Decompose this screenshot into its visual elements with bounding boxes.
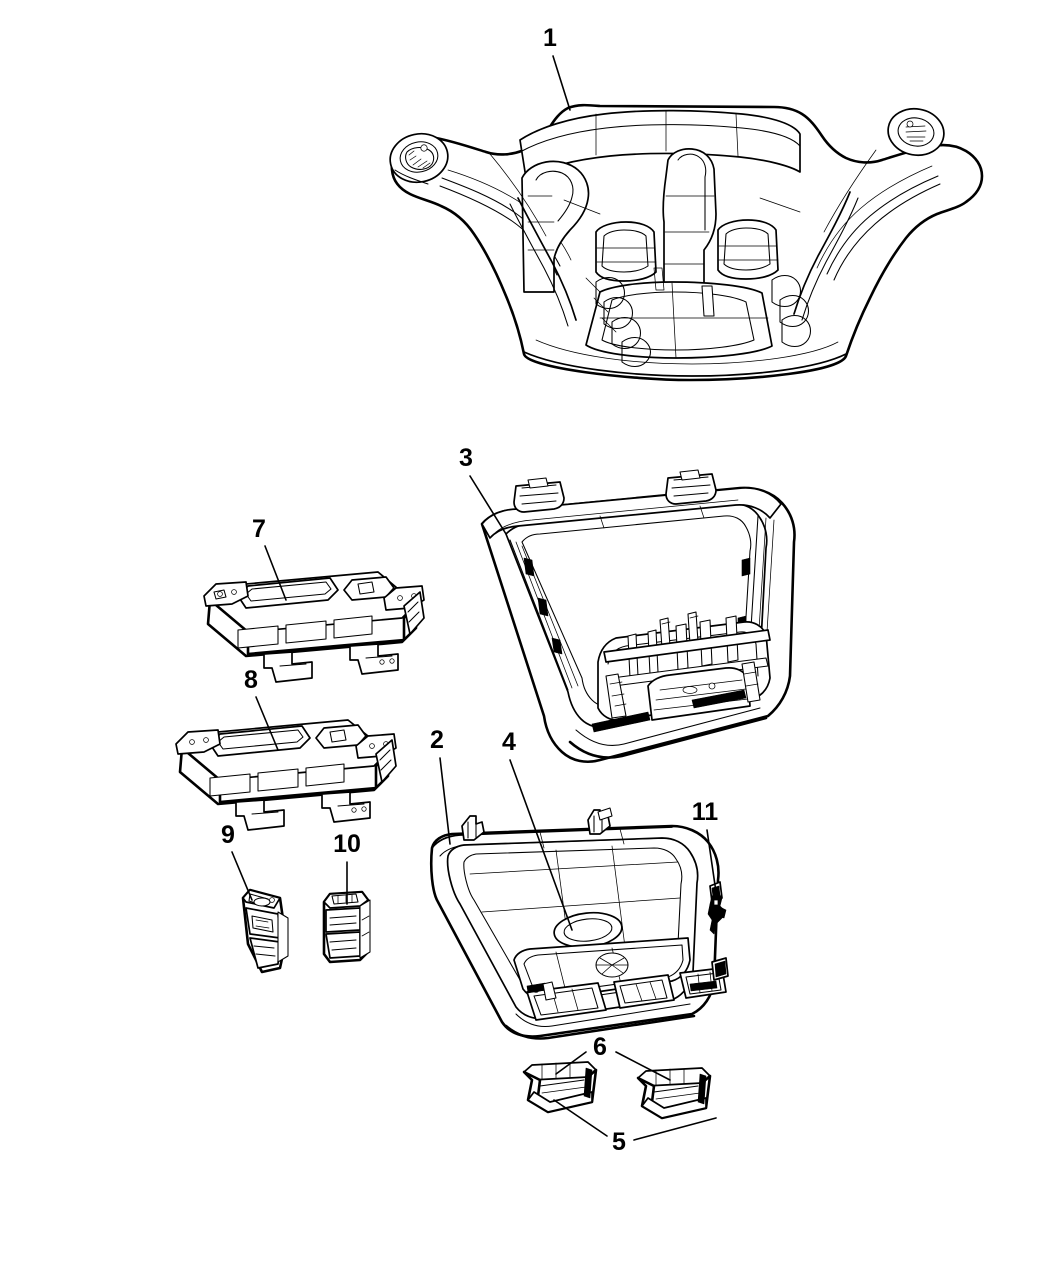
part-11-retaining-clip[interactable]: 11 — [692, 798, 727, 935]
leader-1 — [552, 55, 571, 111]
leader-3 — [469, 475, 507, 535]
part-7-switch-module-upper[interactable]: 7 — [203, 515, 425, 683]
part-5-6-lamp-lens-left[interactable] — [522, 1061, 598, 1114]
leader-5-left — [553, 1099, 608, 1137]
callout-3: 3 — [459, 444, 473, 472]
callout-6-group: 6 — [555, 1033, 671, 1081]
callout-5: 5 — [612, 1128, 626, 1156]
leader-4 — [509, 759, 573, 931]
callout-10: 10 — [333, 830, 361, 858]
part-8-switch-module-lower[interactable]: 8 — [175, 666, 397, 831]
callout-6: 6 — [593, 1033, 607, 1061]
callout-4: 4 — [502, 728, 516, 756]
callout-7: 7 — [252, 515, 266, 543]
part-10-switch-connector[interactable]: 10 — [322, 830, 371, 964]
leader-11 — [706, 829, 717, 893]
callout-9: 9 — [221, 821, 235, 849]
leader-6-left — [555, 1051, 587, 1075]
leader-9 — [231, 851, 253, 901]
leader-5-right — [633, 1117, 717, 1141]
callout-1: 1 — [543, 24, 557, 52]
leader-8 — [255, 696, 279, 751]
leader-7 — [264, 545, 287, 601]
leader-6-right — [615, 1051, 671, 1081]
callout-5-group: 5 — [553, 1099, 717, 1156]
part-3-console-housing[interactable]: 3 — [459, 444, 796, 764]
part-9-connector-assembly[interactable]: 9 — [221, 821, 289, 974]
part-5-6-lamp-lens-right[interactable] — [636, 1067, 712, 1120]
leader-2 — [439, 757, 451, 845]
callout-11: 11 — [692, 798, 719, 826]
part-1-mounting-bracket[interactable]: 1 — [386, 24, 984, 382]
callout-8: 8 — [244, 666, 258, 694]
part-2-4-console-bezel[interactable]: 2 4 — [429, 726, 729, 1040]
callout-2: 2 — [430, 726, 444, 754]
